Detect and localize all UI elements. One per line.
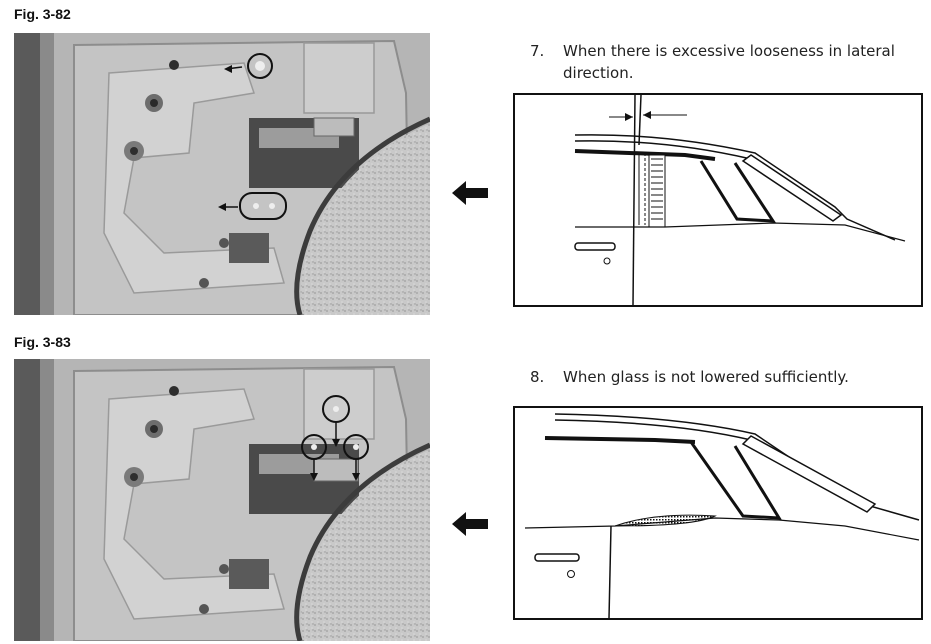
figure-label-3-83: Fig. 3-83 (14, 334, 71, 350)
left-arrow-icon (452, 181, 488, 205)
step-description: When there is excessive looseness in lat… (563, 42, 895, 82)
door-panel-photo-3-82 (14, 33, 430, 315)
car-window-diagram-lowered (513, 406, 923, 620)
car-window-diagram-lateral (513, 93, 923, 307)
step-description: When glass is not lowered sufficiently. (563, 368, 849, 386)
step-number: 8. (530, 368, 545, 386)
door-panel-photo-3-83 (14, 359, 430, 641)
left-arrow-icon (452, 512, 488, 536)
figure-label-3-82: Fig. 3-82 (14, 6, 71, 22)
step-number: 7. (530, 42, 545, 60)
